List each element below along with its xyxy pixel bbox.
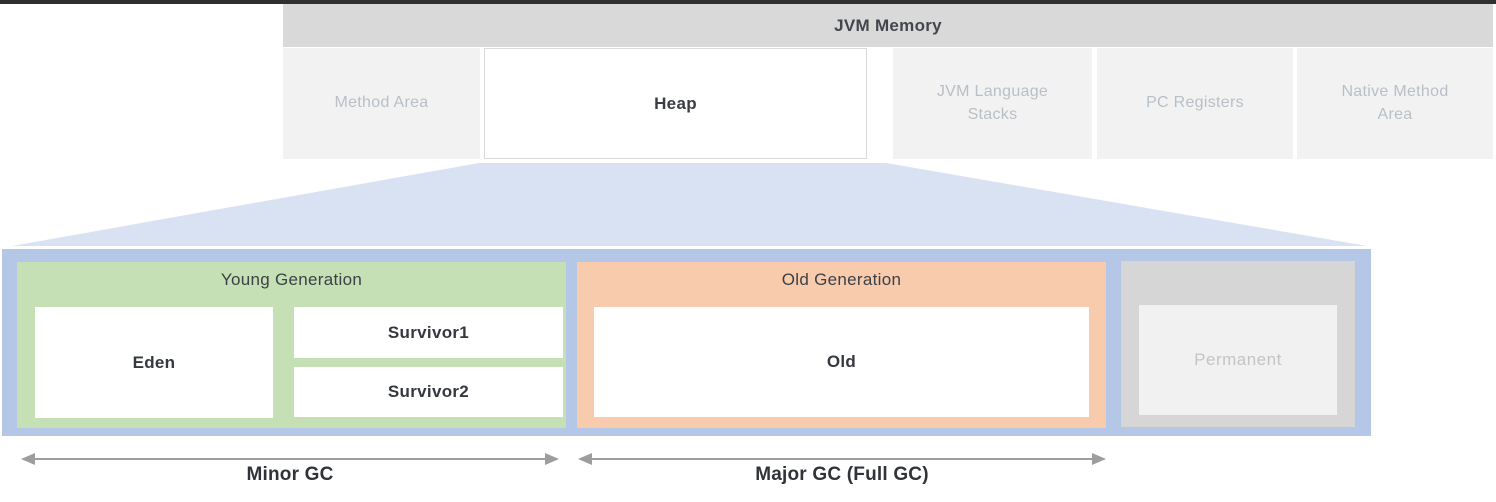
survivor2-label: Survivor2 (387, 382, 470, 401)
permanent-outer-box: Permanent (1121, 261, 1355, 427)
survivor1-box: Survivor1 (294, 307, 563, 358)
young-generation-title: Young Generation (220, 270, 363, 289)
method-area-label: Method Area (334, 94, 429, 112)
old-generation-title: Old Generation (781, 270, 902, 289)
permanent-label: Permanent (1194, 350, 1282, 369)
native-method-area-label: Native Method Area (1341, 83, 1449, 123)
survivor1-label: Survivor1 (387, 322, 470, 342)
eden-label: Eden (132, 352, 176, 372)
permanent-box: Permanent (1139, 305, 1337, 415)
major-gc-label: Major GC (Full GC) (755, 464, 929, 485)
section-pc-registers: PC Registers (1097, 48, 1293, 159)
old-label: Old (826, 352, 857, 371)
jvm-language-stacks-label: JVM Language Stacks (936, 83, 1049, 123)
young-generation-box: Young Generation Eden Survivor1 Survivor… (17, 262, 566, 428)
jvm-memory-title-bar: JVM Memory (283, 4, 1493, 47)
pc-registers-label: PC Registers (1146, 94, 1244, 112)
major-gc-arrow (578, 453, 1106, 465)
minor-gc-label: Minor GC (246, 464, 334, 485)
jvm-memory-title: JVM Memory (834, 15, 942, 35)
gc-arrows (21, 453, 1106, 465)
old-generation-box: Old Generation Old (577, 262, 1106, 428)
heap-zoom-funnel (12, 163, 1367, 246)
top-edge-bar (0, 0, 1496, 4)
section-native-method-area: Native Method Area (1297, 48, 1493, 159)
section-heap: Heap (484, 48, 867, 159)
minor-gc-arrow (21, 453, 559, 465)
old-box: Old (594, 307, 1089, 417)
heap-label: Heap (654, 93, 697, 113)
section-jvm-language-stacks: JVM Language Stacks (893, 48, 1092, 159)
section-method-area: Method Area (283, 48, 480, 159)
heap-detail-panel: Young Generation Eden Survivor1 Survivor… (2, 249, 1371, 436)
eden-box: Eden (35, 307, 273, 418)
survivor2-box: Survivor2 (294, 367, 563, 417)
